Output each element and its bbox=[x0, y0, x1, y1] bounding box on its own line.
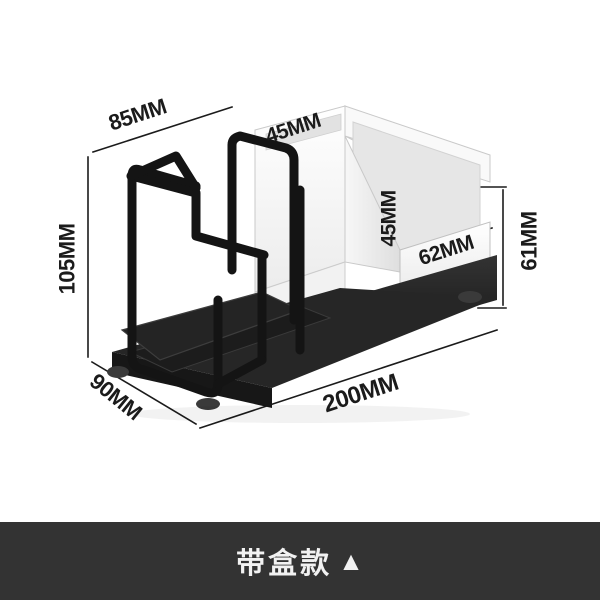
dimension-label-45mm-side: 45MM bbox=[377, 190, 401, 247]
caption-label: 带盒款 bbox=[236, 548, 333, 580]
product-illustration bbox=[87, 105, 507, 430]
wire-frame bbox=[126, 131, 305, 398]
dimension-label-105mm: 105MM bbox=[54, 223, 80, 295]
caption-bar: 带盒款 ▲ bbox=[0, 522, 600, 600]
base-front-edge bbox=[112, 352, 272, 408]
foot-front-right bbox=[196, 398, 220, 410]
wire-hook-triangle bbox=[126, 151, 201, 193]
product-photo-area: 85MM 105MM 90MM 200MM 45MM 45MM 62MM 61M… bbox=[54, 93, 542, 430]
wire-lower-rail bbox=[213, 355, 267, 389]
dimension-line-200mm bbox=[198, 328, 499, 430]
wire-rear-loop bbox=[227, 131, 299, 325]
contact-shadow bbox=[130, 405, 470, 423]
dimension-label-61mm: 61MM bbox=[516, 211, 542, 271]
foot-back-right bbox=[458, 291, 482, 303]
up-triangle-icon: ▲ bbox=[338, 546, 364, 576]
wire-divider-bar bbox=[127, 171, 269, 260]
dimension-line-85mm bbox=[91, 105, 234, 154]
foot-front-left bbox=[107, 366, 129, 378]
